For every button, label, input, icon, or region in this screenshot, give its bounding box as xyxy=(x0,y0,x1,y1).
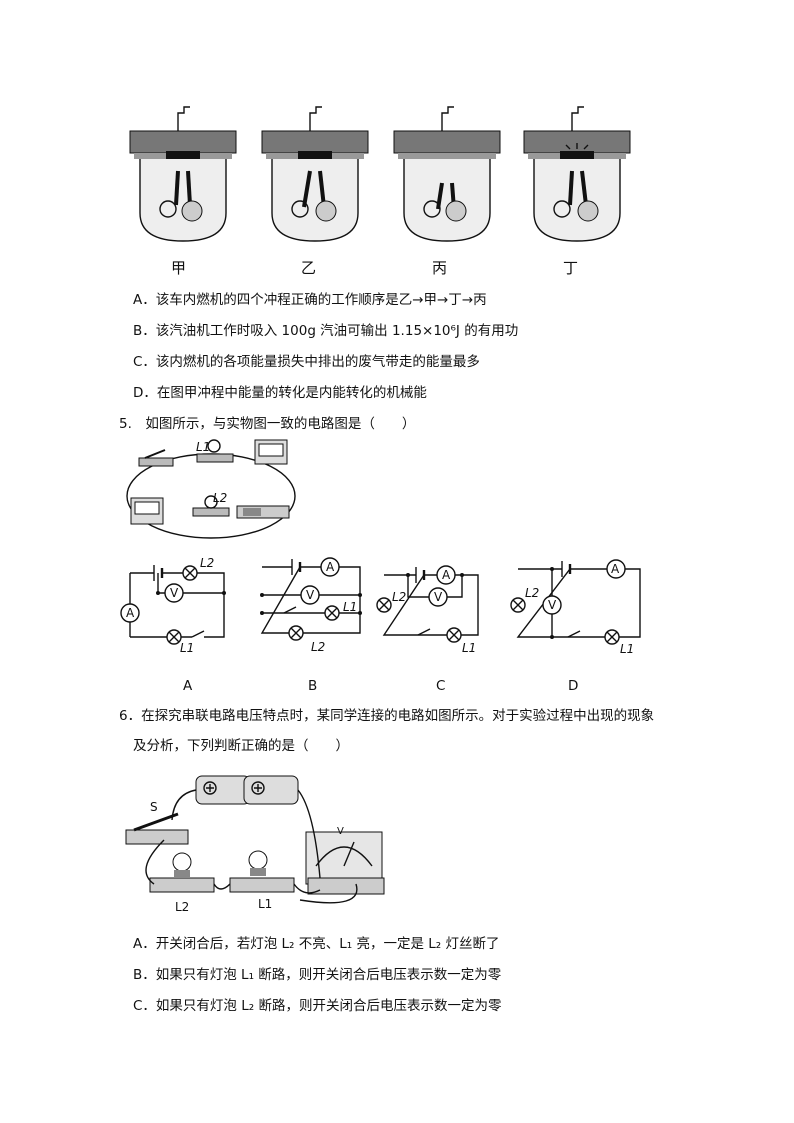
q6-photo-label-v: V xyxy=(337,826,344,837)
circuit-c-voltmeter-label: V xyxy=(434,590,443,604)
q6-stem-line2: 及分析，下列判断正确的是（ ） xyxy=(133,738,349,754)
engine-figure-jia xyxy=(129,106,237,242)
circuit-d-voltmeter-label: V xyxy=(548,598,557,612)
q4-option-b: B．该汽油机工作时吸入 100g 汽油可输出 1.15×10⁶J 的有用功 xyxy=(133,323,519,339)
q5-physical-circuit-photo xyxy=(126,439,296,539)
q6-photo-label-s: S xyxy=(150,800,158,814)
circuit-a-ammeter-label: A xyxy=(126,606,135,620)
q5-choice-b: B xyxy=(308,678,318,694)
engine-label-ding: 丁 xyxy=(563,259,579,277)
circuit-diagram-d xyxy=(510,559,641,645)
engine-label-bing: 丙 xyxy=(432,259,448,277)
circuit-d-ammeter-label: A xyxy=(611,562,620,576)
circuit-d-l2-label: L2 xyxy=(525,586,540,600)
q5-choice-d: D xyxy=(568,678,579,694)
engine-figure-bing xyxy=(393,106,501,242)
q5-choice-c: C xyxy=(436,678,446,694)
q5-stem: 5. 如图所示，与实物图一致的电路图是（ ） xyxy=(119,416,416,432)
circuit-diagram-a xyxy=(120,565,226,645)
circuit-diagram-b xyxy=(260,557,362,641)
circuit-b-voltmeter-label: V xyxy=(306,588,315,602)
circuit-c-l1-label: L1 xyxy=(462,641,477,655)
q5-choice-a: A xyxy=(183,678,193,694)
circuit-d-l1-label: L1 xyxy=(620,642,635,656)
circuit-b-l2-label: L2 xyxy=(311,640,326,654)
circuit-a-voltmeter-label: V xyxy=(170,586,179,600)
circuit-c-ammeter-label: A xyxy=(442,568,451,582)
circuit-b-ammeter-label: A xyxy=(326,560,335,574)
q6-photo-label-l1: L1 xyxy=(258,897,273,911)
circuit-diagram-c xyxy=(376,565,479,643)
q6-photo-label-l2: L2 xyxy=(175,900,190,914)
q6-option-b: B．如果只有灯泡 L₁ 断路，则开关闭合后电压表示数一定为零 xyxy=(133,967,502,983)
q4-option-d: D．在图甲冲程中能量的转化是内能转化的机械能 xyxy=(133,385,427,401)
q6-physical-circuit-photo xyxy=(125,775,385,904)
circuit-a-l2-label: L2 xyxy=(200,556,215,570)
q6-option-c: C．如果只有灯泡 L₂ 断路，则开关闭合后电压表示数一定为零 xyxy=(133,998,502,1014)
engine-label-jia: 甲 xyxy=(171,259,187,277)
q6-option-a: A．开关闭合后，若灯泡 L₂ 不亮、L₁ 亮，一定是 L₂ 灯丝断了 xyxy=(133,936,500,952)
q5-photo-label-l2: L2 xyxy=(213,491,228,505)
q6-stem-line1: 6．在探究串联电路电压特点时，某同学连接的电路如图所示。对于实验过程中出现的现象 xyxy=(119,708,655,724)
circuit-c-l2-label: L2 xyxy=(392,590,407,604)
circuit-a-l1-label: L1 xyxy=(180,641,195,655)
engine-figure-ding xyxy=(523,106,631,242)
q5-photo-label-l1: L1 xyxy=(196,440,211,454)
circuit-b-l1-label: L1 xyxy=(343,600,358,614)
engine-label-yi: 乙 xyxy=(301,259,317,277)
engine-figure-yi xyxy=(261,106,369,242)
q4-option-c: C．该内燃机的各项能量损失中排出的废气带走的能量最多 xyxy=(133,354,480,370)
q4-option-a: A．该车内燃机的四个冲程正确的工作顺序是乙→甲→丁→丙 xyxy=(133,292,487,308)
